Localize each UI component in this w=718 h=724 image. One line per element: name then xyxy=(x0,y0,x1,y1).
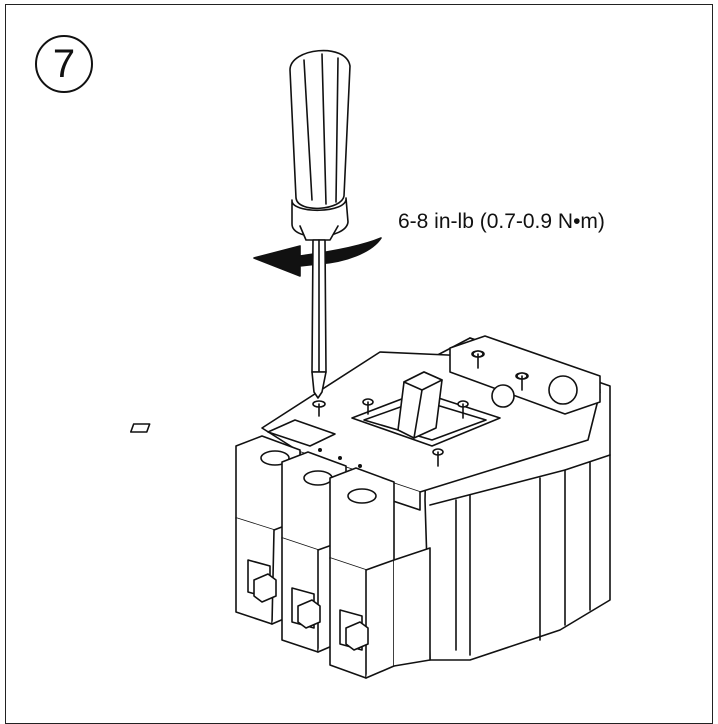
screwdriver-icon xyxy=(290,51,350,416)
circuit-breaker-illustration xyxy=(131,336,610,678)
assembly-illustration xyxy=(0,0,718,705)
torque-spec-label: 6-8 in-lb (0.7-0.9 N•m) xyxy=(398,210,605,233)
step-number-badge: 7 xyxy=(35,35,93,93)
step-number: 7 xyxy=(52,42,76,86)
